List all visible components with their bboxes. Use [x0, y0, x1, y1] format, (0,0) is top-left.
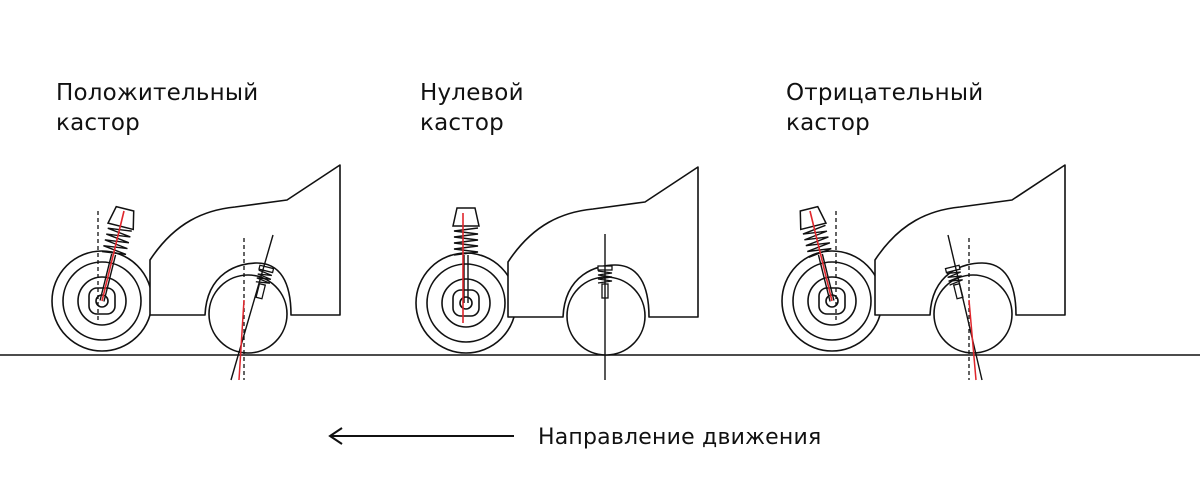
panel-positive-caster — [51, 164, 341, 381]
side-view-zero — [507, 166, 699, 380]
axis-line-red — [809, 210, 833, 302]
title-positive-line1: Положительный — [56, 80, 259, 106]
title-zero-caster: Нулевой кастор — [420, 78, 524, 138]
front-view-negative — [781, 204, 883, 352]
title-positive-caster: Положительный кастор — [56, 78, 258, 138]
panel-negative-caster — [781, 164, 1066, 381]
title-zero-line2: кастор — [420, 110, 504, 136]
axis-line-red — [101, 210, 125, 302]
title-negative-line1: Отрицательный — [786, 80, 984, 106]
direction-arrow — [328, 427, 514, 445]
title-positive-line2: кастор — [56, 110, 140, 136]
title-negative-line2: кастор — [786, 110, 870, 136]
front-view-zero — [415, 207, 517, 354]
panel-zero-caster — [415, 166, 699, 380]
direction-label: Направление движения — [538, 425, 822, 450]
title-zero-line1: Нулевой — [420, 80, 524, 106]
title-negative-caster: Отрицательный кастор — [786, 78, 983, 138]
side-view-negative — [874, 164, 1066, 381]
front-view-positive — [51, 204, 153, 352]
side-view-positive — [149, 164, 341, 381]
